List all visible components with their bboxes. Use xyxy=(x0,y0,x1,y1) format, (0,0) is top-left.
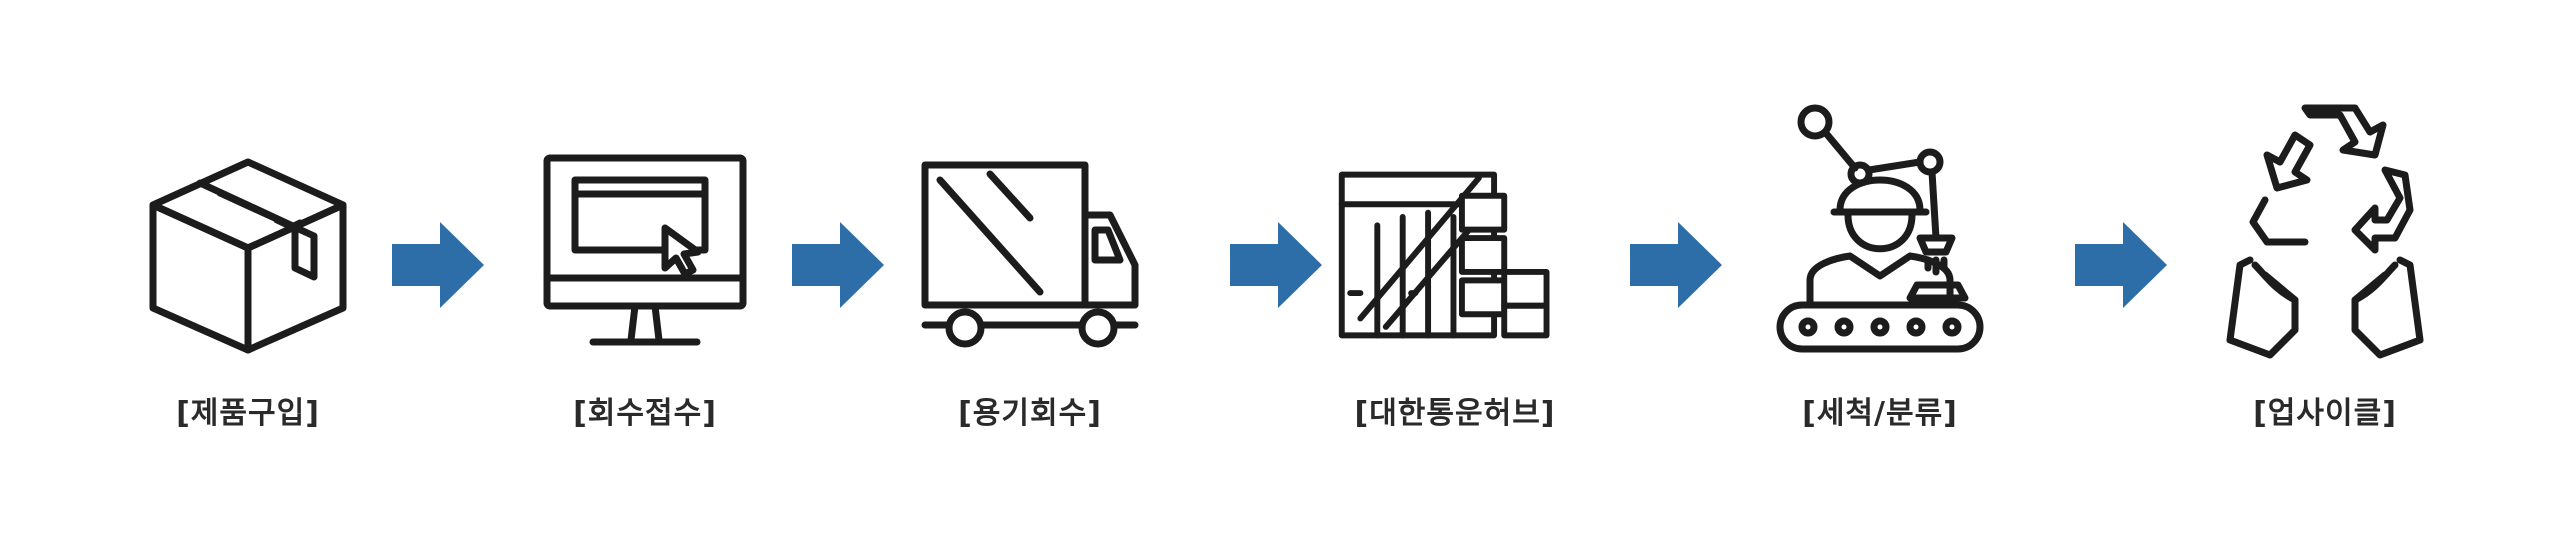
step-label-purchase: [제품구입] xyxy=(176,396,320,431)
box-icon xyxy=(138,150,358,360)
arrow-right-icon xyxy=(2075,222,2167,308)
step-label-container-pickup: [용기회수] xyxy=(958,396,1102,431)
arrow-right-icon xyxy=(392,222,484,308)
step-label-cj-hub: [대한통운허브] xyxy=(1354,396,1556,431)
monitor-cursor-icon xyxy=(535,150,755,360)
arrow-right-icon xyxy=(1230,222,1322,308)
arrow-right-icon xyxy=(1630,222,1722,308)
worker-conveyor-icon xyxy=(1770,100,1990,360)
arrow-right-icon xyxy=(792,222,884,308)
step-label-upcycle: [업사이클] xyxy=(2253,396,2397,431)
step-label-wash-sort: [세척/분류] xyxy=(1802,396,1958,431)
truck-icon xyxy=(920,150,1140,360)
warehouse-icon xyxy=(1335,150,1555,360)
step-label-collection-request: [회수접수] xyxy=(573,396,717,431)
recycle-hands-icon xyxy=(2215,100,2435,360)
